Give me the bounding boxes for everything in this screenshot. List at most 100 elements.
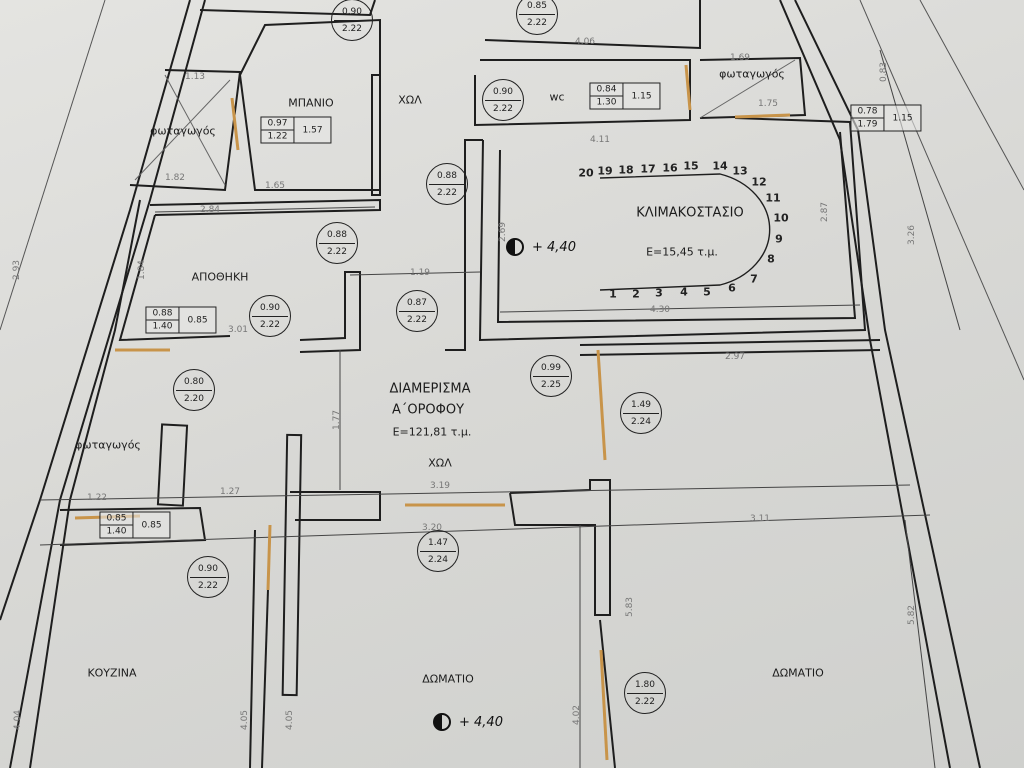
- stair-step-number: 5: [703, 285, 711, 299]
- level-symbol-icon: [506, 238, 524, 256]
- tag-value: 2.22: [341, 23, 363, 34]
- room-label-bath: ΜΠΑΝΙΟ: [288, 96, 334, 110]
- level-value: + 4,40: [459, 714, 503, 730]
- stair-step-number: 11: [765, 191, 781, 205]
- door-tag: 0.90 2.22: [187, 556, 229, 598]
- tag-value: 2.22: [197, 580, 219, 591]
- dimension-label: 1.82: [164, 173, 186, 183]
- tag-value: 2.22: [634, 696, 656, 707]
- dimension-label: 1.84: [137, 259, 147, 281]
- tag-value: 0.85: [187, 315, 208, 325]
- level-marker: + 4,40: [433, 713, 503, 731]
- dimension-label: 4.05: [240, 709, 250, 731]
- tag-value: 0.78: [851, 106, 884, 119]
- room-label-room-1: ΔΩΜΑΤΙΟ: [422, 672, 474, 686]
- door-tag: 0.90 2.22: [249, 295, 291, 337]
- door-tag: 0.90 2.22: [331, 0, 373, 41]
- tag-value: 0.85: [100, 513, 133, 526]
- tag-value: 1.57: [302, 125, 323, 135]
- dimension-label: 2.93: [12, 259, 22, 281]
- dimension-label: 2.84: [199, 205, 221, 215]
- dimension-label: 0.83: [879, 61, 889, 83]
- dimension-label: 2.97: [724, 352, 746, 362]
- stair-step-number: 4: [680, 285, 688, 299]
- stair-step-number: 18: [618, 163, 634, 177]
- tag-value: 1.15: [631, 91, 652, 101]
- stair-step-number: 2: [632, 287, 640, 301]
- dimension-label: 3.19: [429, 481, 451, 491]
- level-value: + 4,40: [532, 239, 576, 255]
- dimension-label: 4.02: [572, 704, 582, 726]
- staircase-area: E=15,45 τ.μ.: [646, 245, 718, 259]
- tag-value: 1.79: [857, 119, 878, 130]
- tag-value: 0.90: [190, 561, 226, 578]
- dimension-label: 2.87: [820, 201, 830, 223]
- dimension-label: 5.82: [907, 604, 917, 626]
- dimension-label: 1.13: [184, 72, 206, 82]
- stair-step-number: 6: [728, 281, 736, 295]
- tag-value: 2.24: [630, 416, 652, 427]
- stair-step-number: 3: [655, 286, 663, 300]
- room-label-lightwell-left: φωταγωγός: [150, 124, 216, 138]
- dimension-label: 4.04: [13, 709, 23, 731]
- dimension-label: 1.27: [219, 487, 241, 497]
- dimension-label: 3.26: [907, 224, 917, 246]
- tag-value: 1.15: [892, 113, 913, 123]
- tag-value: 0.88: [319, 227, 355, 244]
- tag-value: 0.85: [141, 520, 162, 530]
- tag-value: 2.22: [259, 319, 281, 330]
- tag-value: 1.22: [267, 131, 288, 142]
- tag-value: 1.40: [106, 526, 127, 537]
- tag-value: 0.88: [429, 168, 465, 185]
- tag-value: 0.84: [590, 84, 623, 97]
- tag-value: 2.25: [540, 379, 562, 390]
- dimension-label: 1.75: [757, 99, 779, 109]
- stair-step-number: 9: [775, 232, 783, 246]
- tag-value: 2.22: [492, 103, 514, 114]
- tag-value: 1.30: [596, 97, 617, 108]
- dimension-label: 1.77: [332, 409, 342, 431]
- stair-step-number: 14: [712, 159, 728, 173]
- dimension-label: 1.22: [86, 493, 108, 503]
- stair-step-number: 8: [767, 252, 775, 266]
- door-tag: 0.88 2.22: [426, 163, 468, 205]
- level-marker: + 4,40: [506, 238, 576, 256]
- tag-value: 0.90: [334, 4, 370, 21]
- dimension-label: 2.69: [498, 221, 508, 243]
- stair-step-number: 12: [751, 175, 767, 189]
- room-label-kitchen: ΚΟΥΖΙΝΑ: [87, 666, 137, 680]
- dimension-label: 1.65: [264, 181, 286, 191]
- tag-value: 0.90: [252, 300, 288, 317]
- tag-value: 0.80: [176, 374, 212, 391]
- tag-value: 2.22: [436, 187, 458, 198]
- tag-value: 1.47: [420, 535, 456, 552]
- tag-value: 0.97: [261, 118, 294, 131]
- tag-value: 2.22: [526, 17, 548, 28]
- dimension-label: 4.30: [649, 305, 671, 315]
- tag-value: 2.22: [326, 246, 348, 257]
- stair-step-number: 10: [773, 211, 789, 225]
- dimension-label: 3.20: [421, 523, 443, 533]
- door-tag: 0.88 2.22: [316, 222, 358, 264]
- apartment-title: ΔΙΑΜΕΡΙΣΜΑ: [389, 381, 471, 397]
- apartment-floor: Α΄ΟΡΟΦΟΥ: [391, 402, 465, 418]
- stair-step-number: 19: [597, 164, 613, 178]
- tag-value: 2.22: [406, 314, 428, 325]
- level-symbol-icon: [433, 713, 451, 731]
- room-label-room-2: ΔΩΜΑΤΙΟ: [772, 666, 824, 680]
- tag-value: 0.88: [146, 308, 179, 321]
- stair-step-number: 7: [750, 272, 758, 286]
- room-label-staircase: ΚΛΙΜΑΚΟΣΤΑΣΙΟ: [636, 205, 744, 221]
